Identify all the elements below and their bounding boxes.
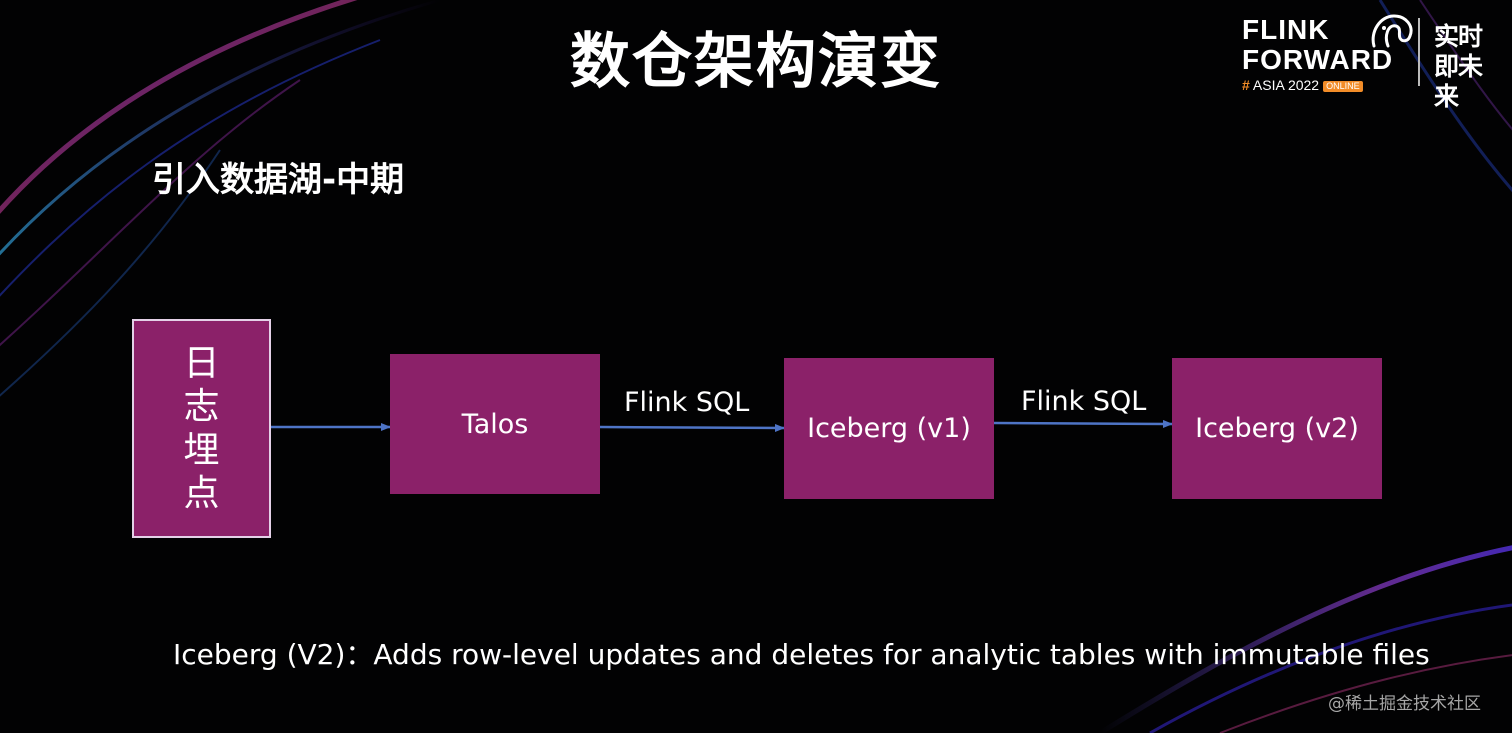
- edge-label-flink-sql-2: Flink SQL: [1021, 386, 1147, 417]
- node-iceberg-v1-label: Iceberg (v1): [807, 413, 971, 444]
- edge-label-flink-sql-1: Flink SQL: [624, 387, 750, 418]
- logo-slogan: 实时即未来: [1434, 22, 1483, 111]
- squirrel-icon: [1371, 14, 1413, 48]
- node-iceberg-v2-label: Iceberg (v2): [1195, 413, 1359, 444]
- logo-line-forward: FORWARD: [1242, 44, 1394, 75]
- node-talos-label: Talos: [461, 408, 529, 440]
- watermark: @稀土掘金技术社区: [1328, 694, 1481, 714]
- logo-divider: [1418, 18, 1420, 86]
- page-title: 数仓架构演变: [570, 27, 942, 97]
- online-badge: ONLINE: [1323, 80, 1363, 92]
- arrow-iceberg-v1-to-iceberg-v2: [993, 419, 1173, 428]
- logo-event: ASIA 2022: [1252, 77, 1320, 93]
- node-iceberg-v2: Iceberg (v2): [1172, 358, 1382, 499]
- logo-line-flink: FLINK: [1242, 14, 1330, 45]
- node-talos: Talos: [390, 354, 600, 494]
- logo-hash: #: [1242, 77, 1250, 93]
- node-logs-label: 日志埋点: [183, 343, 220, 514]
- iceberg-v2-footnote: Iceberg (V2)：Adds row-level updates and …: [173, 638, 1430, 671]
- arrow-talos-to-iceberg-v1: [599, 423, 785, 432]
- node-logs: 日志埋点: [132, 319, 271, 538]
- section-subtitle: 引入数据湖-中期: [152, 160, 405, 200]
- node-iceberg-v1: Iceberg (v1): [784, 358, 994, 499]
